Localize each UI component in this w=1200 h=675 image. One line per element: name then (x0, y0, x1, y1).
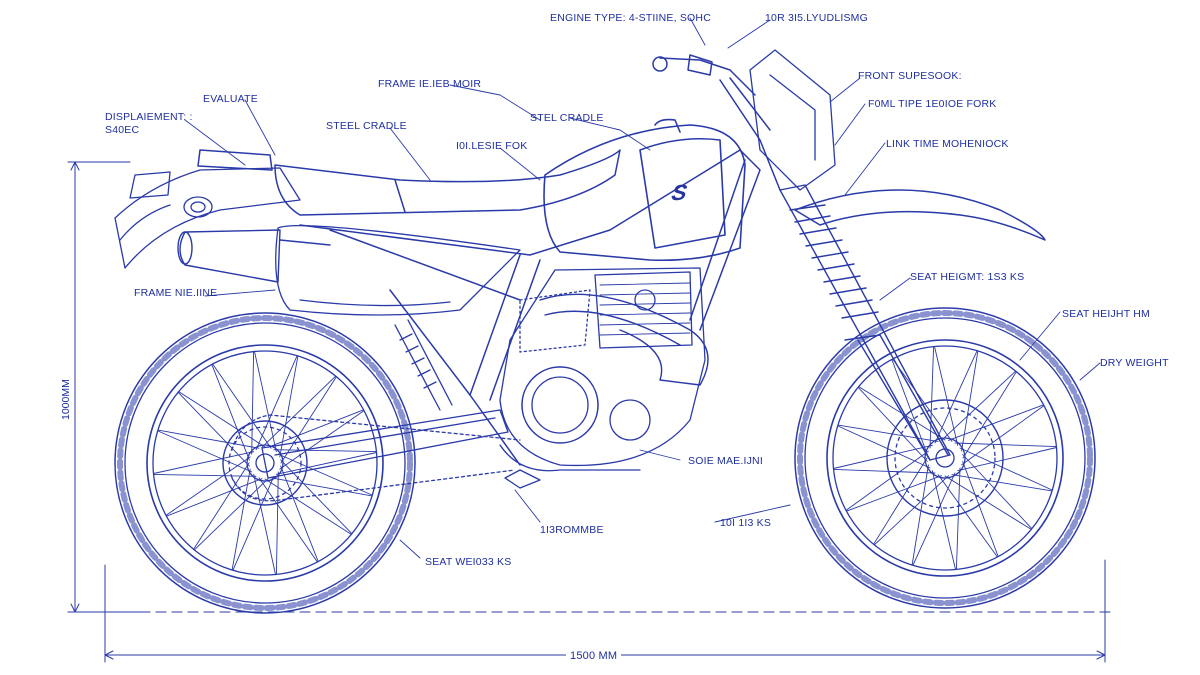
label-fok: I0I.LESIE FOK (456, 140, 528, 152)
engine (499, 267, 706, 489)
label-evaluate: EVALUATE (203, 93, 258, 105)
label-link: LINK TIME MOHENIOCK (886, 138, 1009, 150)
label-front-suspension: FRONT SUPESOOK: (858, 70, 962, 82)
length-dimension-label: 1500 MM (566, 650, 622, 662)
label-steel-cradle-center: STEL CRADLE (530, 112, 604, 124)
front-fender (794, 189, 1046, 241)
rear-fender (114, 167, 301, 269)
rear-shock (394, 319, 453, 411)
side-panel (275, 224, 521, 316)
label-frame-frame: FRAME IE.IEB MOIR (378, 78, 482, 90)
fuel-tank (543, 118, 746, 262)
rear-tail-light (183, 196, 213, 218)
label-frame-left: FRAME NIE.IINE (134, 287, 218, 299)
label-weight-kg: 10I 1I3 KS (720, 517, 772, 529)
frame (299, 149, 761, 466)
front-wheel (794, 307, 1096, 609)
label-displacement: DISPLAIEMENT: : (105, 111, 193, 123)
label-seat-weight: SEAT WEI033 KS (425, 556, 512, 568)
handlebar (652, 54, 781, 191)
label-seat-height-top: SEAT HEIGMT: 1S3 KS (910, 271, 1025, 283)
seat (197, 149, 621, 216)
label-seat-height-right: SEAT HEIJHT HM (1062, 308, 1150, 320)
label-fork: F0ML TIPE 1E0IOE FORK (868, 98, 997, 110)
label-top-right-spec: 10R 3I5.LYUDLISMG (765, 12, 868, 24)
label-engine-bottom: SOIE MAE.IJNI (688, 455, 763, 467)
label-engine-type: ENGINE TYPE: 4-STIINE, SOHC (550, 12, 711, 24)
leader-lines (184, 17, 1101, 559)
rear-wheel (114, 312, 416, 614)
label-steel-cradle-left: STEEL CRADLE (326, 120, 407, 132)
height-dimension-label: 1000MM (60, 379, 72, 420)
label-lower-center: 1I3ROMMBE (540, 524, 604, 536)
label-displacement-value: S40EC (105, 124, 140, 136)
swingarm (231, 409, 521, 502)
muffler (177, 229, 709, 386)
label-dry-weight: DRY WEIGHT (1100, 357, 1169, 369)
headlight-plate (749, 49, 836, 191)
